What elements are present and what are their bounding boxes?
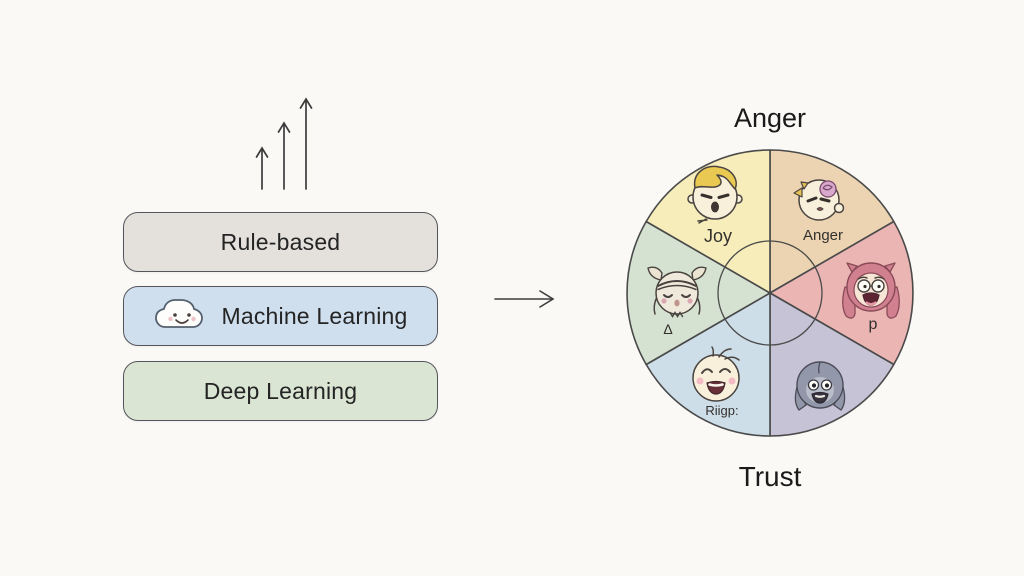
- deep-learning-box: Deep Learning: [123, 361, 438, 421]
- segment-label-bottom-left: Riigp:: [705, 403, 738, 418]
- wheel-segment-top-left: [645, 149, 771, 294]
- bandaged-angry-face-icon: [793, 179, 845, 221]
- segment-label-joy: Joy: [704, 226, 732, 246]
- deep-learning-label: Deep Learning: [203, 377, 358, 404]
- segment-label-anger: Anger: [803, 227, 843, 244]
- rule-based-label: Rule-based: [220, 228, 341, 255]
- machine-learning-box: Machine Learning: [123, 286, 438, 346]
- wheel-bottom-title: Trust: [738, 461, 802, 492]
- wheel-segment-top-right: [769, 149, 895, 294]
- rule-based-box: Rule-based: [123, 212, 438, 272]
- wheel-top-title: Anger: [733, 103, 807, 133]
- right-arrow-icon: [494, 290, 555, 308]
- up-trend-arrows-icon: [255, 97, 313, 190]
- machine-learning-label: Machine Learning: [221, 302, 408, 329]
- wheel-segment-right: [769, 220, 914, 366]
- smiling-cloud-icon: [155, 299, 204, 328]
- horned-face-icon: [647, 266, 707, 318]
- pink-hair-glasses-face-icon: [842, 262, 900, 319]
- joy-pompadour-face-icon: [687, 165, 743, 224]
- gray-hair-shocked-face-icon: [794, 361, 846, 411]
- emotion-wheel: Joy Anger p Riigp: Δ: [626, 149, 914, 437]
- wheel-inner-circle: [717, 240, 823, 346]
- laughing-face-icon: [692, 346, 740, 402]
- segment-label-left: Δ: [663, 321, 672, 337]
- segment-label-right: p: [869, 316, 878, 333]
